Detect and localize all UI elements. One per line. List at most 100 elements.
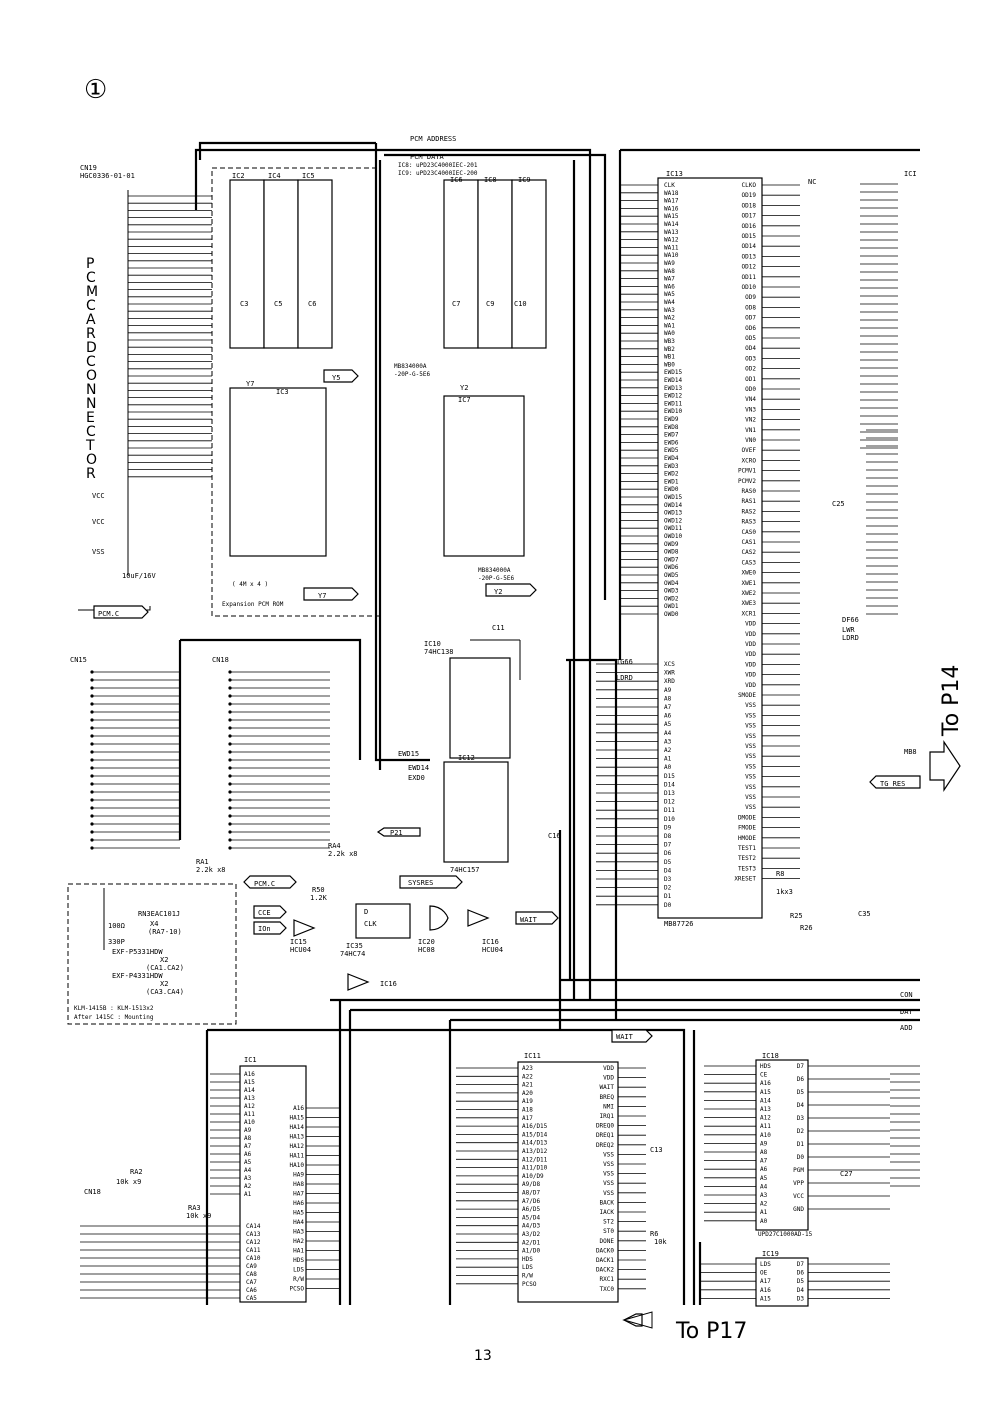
ra1-label: RA1 [196, 858, 209, 866]
tg-res-label: TG RES [880, 780, 905, 788]
cn18-lower-label: CN18 [84, 1188, 101, 1196]
pcm-c-lower: PCM.C [254, 880, 275, 888]
df66-label: DF66 [842, 616, 859, 624]
ic1-left-pin: A12 [244, 1103, 255, 1110]
connector-title-letter: N [86, 396, 96, 412]
ic13-right-pins: CLKOOD19OD18OD17OD16OD15OD14OD13OD12OD11… [734, 182, 800, 883]
ic11-right-pin: TXC0 [600, 1286, 615, 1293]
ic1-left-pin: A10 [244, 1119, 255, 1126]
vss-label: VSS [92, 548, 105, 556]
ic13-left-pin: EWD12 [664, 393, 682, 400]
ra2-value: 10k x9 [116, 1178, 141, 1186]
right-ic-label: ICI [904, 170, 917, 178]
ic19-right-pin: D6 [797, 1270, 805, 1277]
ldrd-label: LDRD [616, 674, 633, 682]
ic11-left-pin: A21 [522, 1082, 533, 1089]
ic11-left-pin: A5/D4 [522, 1214, 540, 1221]
ic18-left-pin: HDS [760, 1063, 771, 1070]
ic13-lower-pin: A7 [664, 704, 672, 711]
ic19-chip [755, 1257, 809, 1307]
ic11-right-pin: VSS [603, 1171, 614, 1178]
ic35-label: IC35 [346, 942, 363, 950]
ewd15-label: EWD15 [398, 750, 419, 758]
note-line8: (CA1.CA2) [146, 964, 184, 972]
ic8-label: IC8 [484, 176, 497, 184]
note-line9: EXF-P4331HDW [112, 972, 163, 980]
ic13-right-pin: TEST1 [738, 845, 756, 852]
c13-label: C13 [650, 1146, 663, 1154]
ic11-right-pin: BACK [600, 1199, 615, 1206]
ic13-left-pin: WA12 [664, 237, 679, 244]
ic13-left-pin: OWD13 [664, 510, 682, 517]
ra3-label: RA3 [188, 1204, 201, 1212]
ic3-chip [229, 387, 327, 557]
ic1-ca-pin: CA11 [246, 1247, 261, 1254]
ic18-label: IC18 [762, 1052, 779, 1060]
ic13-right-pin: OD3 [745, 355, 756, 362]
ic13-right-pin: PCMV1 [738, 468, 756, 475]
ra4-label: RA4 [328, 842, 341, 850]
ic16-b-label: IC16 [380, 980, 397, 988]
ic19-right-pin: D7 [797, 1261, 805, 1268]
ic13-right-pin: VSS [745, 784, 756, 791]
ic13-right-pin: VSS [745, 753, 756, 760]
ic19-left-pin: A15 [760, 1295, 771, 1302]
ff-clk-label: CLK [364, 920, 377, 928]
cn19-connector: CN19 HGC0336-01-01 VCC VCC VSS 10uF/16V … [78, 164, 157, 619]
ic1-ca-pin: CA5 [246, 1295, 257, 1302]
ic20-part: HC08 [418, 946, 435, 954]
y2-port: Y2 [494, 588, 502, 596]
to-p17-label: To P17 [675, 1319, 747, 1344]
ic13-lower-pin: XRD [664, 678, 675, 685]
ic13-left-pin: EWD2 [664, 471, 679, 478]
connector-title-letter: O [86, 368, 97, 384]
to-p14-label: To P14 [939, 665, 964, 737]
ic13-right-pin: HMODE [738, 835, 756, 842]
ic11-left-pin: A23 [522, 1065, 533, 1072]
r50-value: 1.2K [310, 894, 328, 902]
connector-title-letter: C [86, 424, 96, 440]
ic13-left-pin: WA17 [664, 198, 679, 205]
ic13-right-pin: RAS1 [742, 498, 757, 505]
c10-label: C10 [514, 300, 527, 308]
ic18-chip [755, 1059, 809, 1231]
wait-logic: R50 1.2K SYSRES CCE IOn D CLK WAIT IC15 … [253, 875, 559, 991]
cn19-part: HGC0336-01-01 [80, 172, 135, 180]
ic1-ca-pin: CA7 [246, 1279, 257, 1286]
ic11-right-pin: IACK [600, 1209, 615, 1216]
ic1-right-pin: A16 [293, 1105, 304, 1112]
ic13-right-pin: XCR1 [742, 610, 757, 617]
note-line7: X2 [160, 956, 168, 964]
ic1-right-pin: HA15 [290, 1115, 305, 1122]
ic1-right-pin: HA2 [293, 1238, 304, 1245]
ic13-left-pin: OWD4 [664, 580, 679, 587]
connector-title-letter: O [86, 452, 97, 468]
rom-stack-left: IC2 IC4 IC5 C3 C5 C6 IC3 Y7 Y5 Y7 [229, 172, 359, 601]
right-edge-pins [860, 183, 920, 1187]
r8-value: 1kx3 [776, 888, 793, 896]
ic11-right-pin: DACK2 [596, 1267, 614, 1274]
ic13-left-pin: EWD3 [664, 463, 679, 470]
ic13-right-pin: VN0 [745, 437, 756, 444]
ra2-label: RA2 [130, 1168, 143, 1176]
rom-part-c: MB834000A [478, 567, 511, 574]
ic13-chip [657, 177, 763, 919]
note-line12: KLM-1415B : KLM-1513x2 [74, 1005, 154, 1012]
pcm-c-port [93, 605, 149, 619]
ic1-left-pin: A14 [244, 1087, 255, 1094]
ic13-right-pin: VSS [745, 733, 756, 740]
ic13-right-pin: VN3 [745, 406, 756, 413]
c11-label: C11 [492, 624, 505, 632]
ic13-left-pin: OWD1 [664, 603, 679, 610]
ic13-left-pin: EWD0 [664, 486, 679, 493]
ic13-right-pin: CAS3 [742, 559, 757, 566]
ic11-left-pin: A10/D9 [522, 1173, 544, 1180]
ic13-right-pin: OD16 [742, 223, 757, 230]
bus-label-dat: DAT [900, 1008, 913, 1016]
ic12-part: 74HC157 [450, 866, 480, 874]
ic13-nc: NC [808, 178, 816, 186]
ic18-left-pin: A0 [760, 1218, 768, 1225]
ic13-lower-pin: XWR [664, 670, 675, 677]
ic1-right-pin: HA13 [290, 1134, 305, 1141]
